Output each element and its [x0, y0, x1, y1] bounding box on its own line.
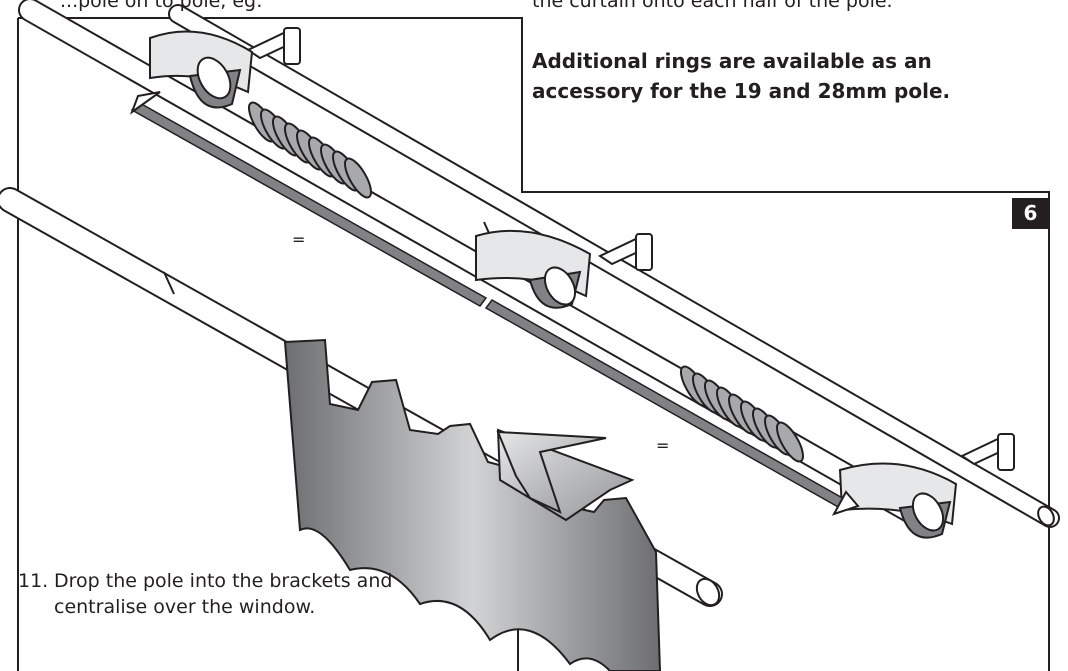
- step-number-badge: 6: [1012, 198, 1049, 229]
- measure-arrow-left: [129, 91, 488, 307]
- direction-arrow-head: [496, 430, 607, 514]
- panel-frame: [18, 17, 1050, 671]
- finial-right: [838, 462, 958, 539]
- accessory-note-line-1: Additional rings are available as an: [532, 49, 932, 73]
- bracket-1: [245, 27, 301, 65]
- ring-cluster-right: [680, 365, 804, 463]
- ring-cluster-left: [248, 101, 372, 199]
- equal-mark-right: =: [656, 436, 670, 455]
- instruction-number: 11.: [18, 570, 49, 592]
- accessory-note: Additional rings are available as an acc…: [532, 46, 950, 106]
- bracket-2: [597, 233, 653, 271]
- equal-mark-left: =: [292, 230, 306, 249]
- instruction-line-1: Drop the pole into the brackets and: [54, 570, 393, 592]
- instruction-caption: 11.Drop the pole into the brackets and c…: [18, 568, 392, 620]
- measure-arrow-right: [484, 299, 860, 516]
- finial-left: [149, 30, 254, 109]
- back-pole: [168, 4, 1060, 528]
- instruction-line-2: centralise over the window.: [54, 596, 316, 618]
- finial-middle: [475, 229, 592, 309]
- top-right-text: the curtain onto each half of the pole.: [532, 0, 893, 12]
- bracket-3: [959, 433, 1015, 471]
- accessory-note-line-2: accessory for the 19 and 28mm pole.: [532, 79, 951, 103]
- top-left-text: ...pole on to pole, eg:: [60, 0, 263, 12]
